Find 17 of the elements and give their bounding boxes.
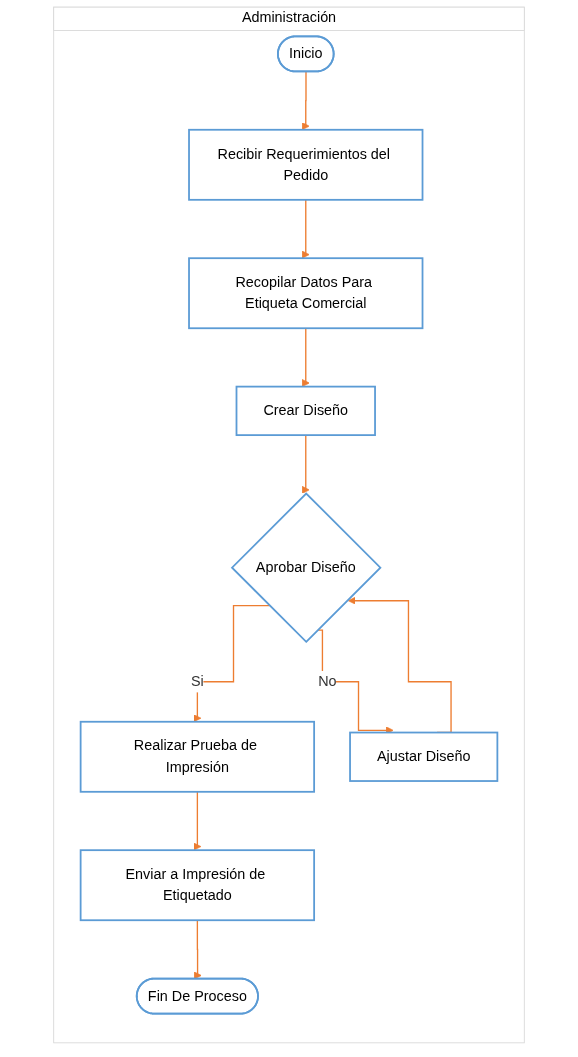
arrow	[301, 71, 310, 131]
arrow	[301, 199, 310, 259]
arrow	[193, 605, 271, 723]
node-diamond: Aprobar Diseño	[230, 492, 382, 644]
node-box: Realizar Prueba de Impresión	[79, 720, 315, 793]
arrow	[301, 327, 310, 387]
node-box: Recopilar Datos Para Etiqueta Comercial	[188, 257, 424, 330]
node-box: Ajustar Diseño	[349, 731, 499, 782]
edge-label: Si	[190, 673, 204, 689]
edge-label: No	[318, 673, 337, 689]
arrow	[347, 596, 452, 734]
arrow	[193, 791, 202, 851]
node-box: Recibir Requerimientos del Pedido	[188, 128, 424, 201]
arrow	[193, 919, 202, 980]
node-box: Crear Diseño	[235, 385, 376, 436]
arrow	[301, 434, 310, 494]
node-box: Enviar a Impresión de Etiquetado	[79, 849, 315, 922]
